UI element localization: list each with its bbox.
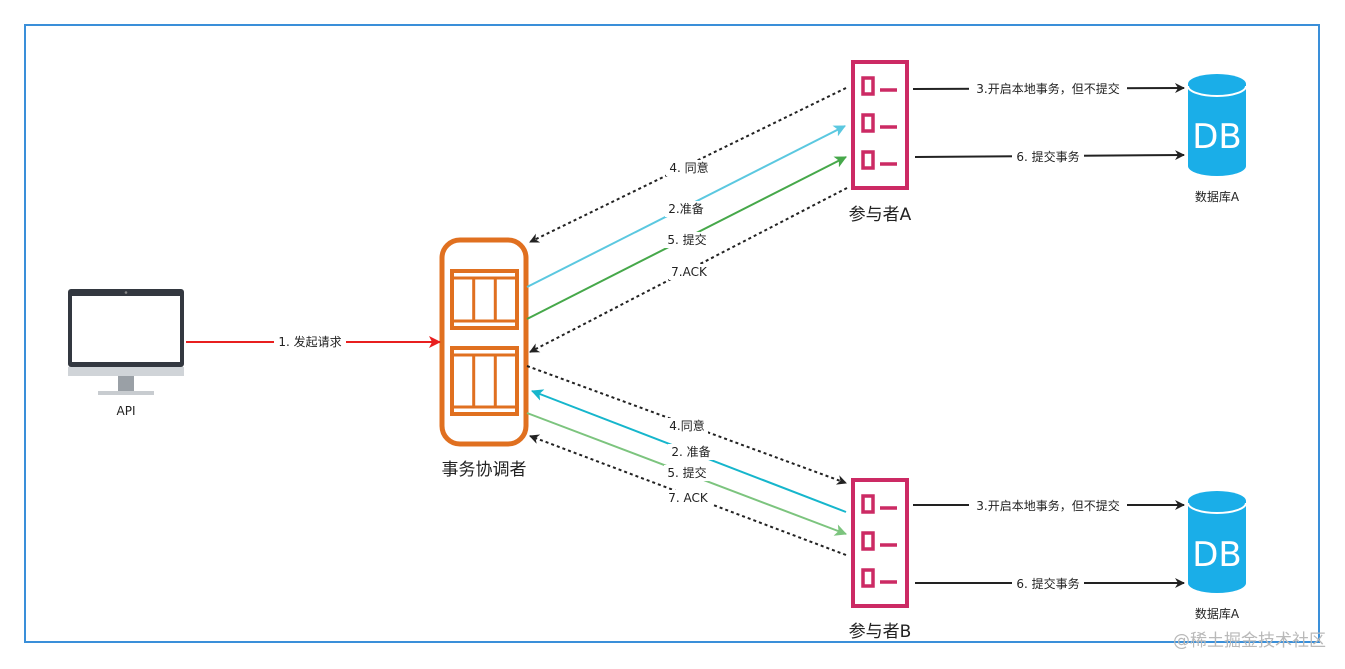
label-bg xyxy=(669,264,709,280)
label-bg xyxy=(666,160,712,176)
participant-a-icon xyxy=(851,60,909,190)
edge-label-b-agree: 4.同意 xyxy=(669,418,704,433)
participant-a-label: 参与者A xyxy=(849,205,912,225)
api-label: API xyxy=(117,404,136,418)
label-bg xyxy=(969,498,1127,515)
participant-b-label: 参与者B xyxy=(849,622,912,642)
label-bg xyxy=(274,333,346,350)
db-icon-text: DB xyxy=(1192,535,1242,575)
coordinator-label: 事务协调者 xyxy=(442,460,527,480)
edge-label-b-local-tx: 3.开启本地事务，但不提交 xyxy=(976,498,1119,513)
label-bg xyxy=(664,232,710,248)
label-bg xyxy=(1012,576,1084,593)
edge-label-b-commit-tx: 6. 提交事务 xyxy=(1016,576,1079,591)
edge-label-a-local-tx: 3.开启本地事务，但不提交 xyxy=(976,81,1119,96)
database-a-top-label: 数据库A xyxy=(1195,189,1240,204)
participant-b-icon xyxy=(851,478,909,608)
label-bg xyxy=(1012,149,1084,166)
database-icon xyxy=(1187,74,1247,176)
edge-label-b-prepare: 2. 准备 xyxy=(671,445,710,459)
database-a-bottom-label: 数据库A xyxy=(1195,606,1240,621)
diagram-frame xyxy=(24,24,1320,643)
monitor-icon xyxy=(68,289,184,395)
edge-label-a-ack: 7.ACK xyxy=(671,265,708,279)
label-bg xyxy=(666,418,708,434)
edge-label-b-ack: 7. ACK xyxy=(668,491,709,505)
database-icon xyxy=(1187,491,1247,593)
watermark: @稀土掘金技术社区 xyxy=(1173,631,1326,651)
label-bg xyxy=(668,444,714,460)
label-bg xyxy=(665,201,707,217)
edge-label-a-prepare: 2.准备 xyxy=(668,202,703,216)
label-bg xyxy=(969,81,1127,98)
edge-label-a-commit-tx: 6. 提交事务 xyxy=(1016,149,1079,164)
label-bg xyxy=(664,465,710,481)
edge-label-a-agree: 4. 同意 xyxy=(669,160,708,175)
edge-label-a-commit: 5. 提交 xyxy=(667,232,706,247)
label-bg xyxy=(664,490,712,506)
edge-label-b-commit: 5. 提交 xyxy=(667,465,706,480)
edge-label-request: 1. 发起请求 xyxy=(278,334,341,349)
coordinator-icon xyxy=(439,237,529,447)
db-icon-text: DB xyxy=(1192,117,1242,157)
